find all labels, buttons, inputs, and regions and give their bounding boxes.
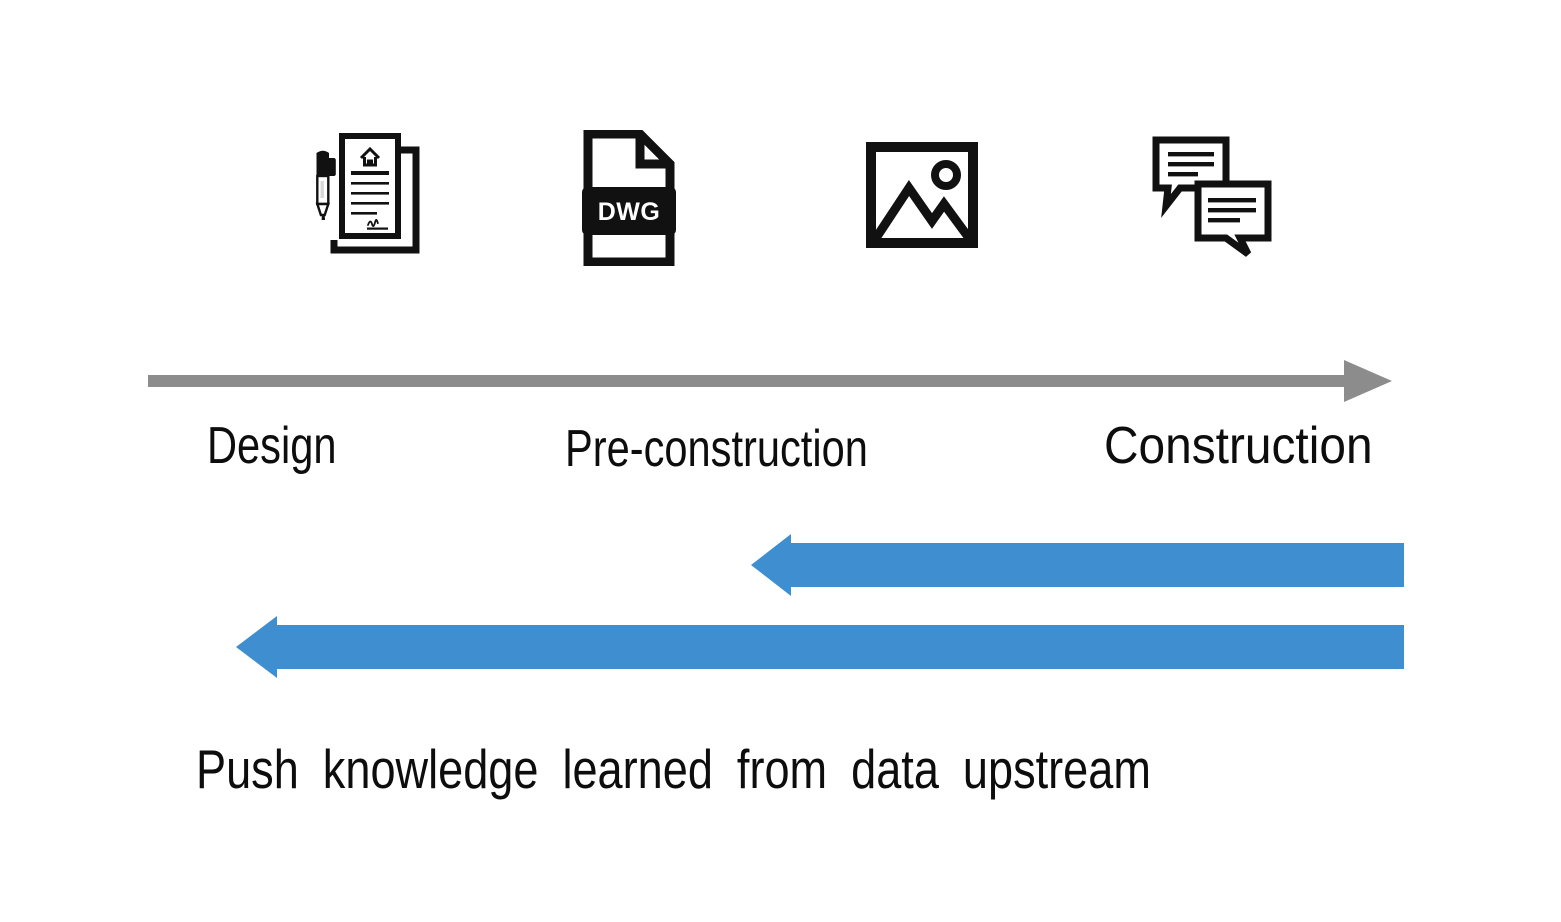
timeline-stage-label-design: Design	[207, 417, 337, 475]
timeline-stage-label-construction: Construction	[1104, 417, 1373, 475]
photo-icon	[866, 142, 978, 248]
feedback-arrow-construction-to-design	[236, 616, 1404, 678]
project-phase-timeline-arrow	[148, 360, 1392, 402]
feedback-arrow-construction-to-preconstruction	[751, 534, 1404, 596]
dwg-file-icon: DWG	[582, 130, 676, 266]
signed-document-icon	[298, 128, 430, 268]
timeline-stage-label-pre-construction: Pre-construction	[565, 420, 868, 478]
dwg-badge-label: DWG	[598, 198, 661, 226]
diagram-caption: Push knowledge learned from data upstrea…	[196, 738, 1151, 800]
chat-bubbles-icon	[1152, 136, 1272, 260]
